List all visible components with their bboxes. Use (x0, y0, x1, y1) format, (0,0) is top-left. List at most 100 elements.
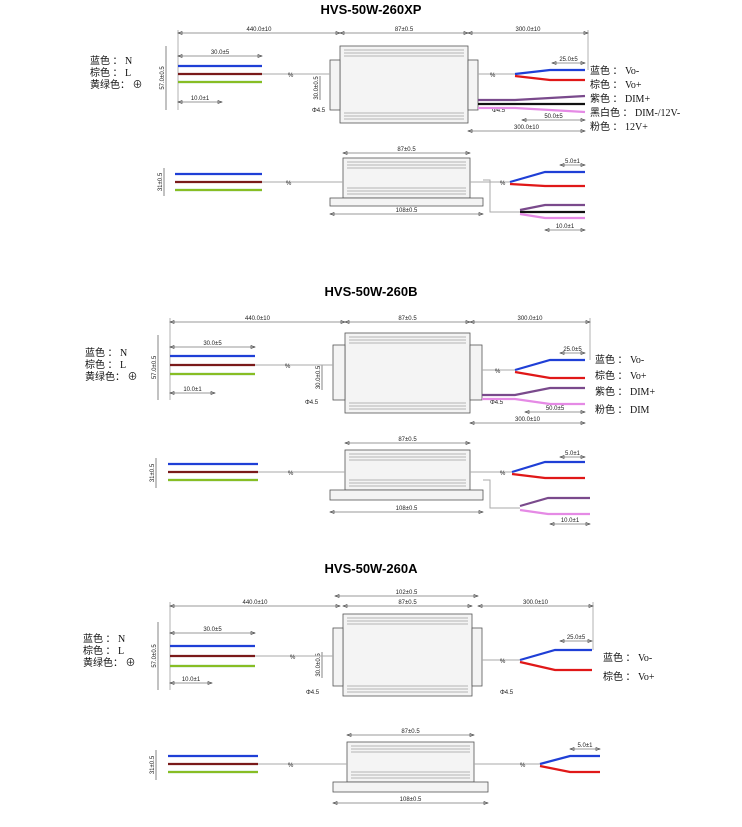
input-label: 蓝色 ： N (90, 54, 132, 67)
hole-dim: Φ4.5 (490, 400, 504, 406)
out-red (519, 660, 592, 672)
dim-strip-arrow-r (250, 631, 256, 635)
dim-height-text: 57.0±0.5 (152, 644, 158, 668)
side-case (344, 449, 471, 491)
mount-tab-right (469, 344, 483, 401)
dim-side-base-arrow-r (478, 510, 484, 514)
dim-out-arrow-l (477, 604, 483, 608)
dim-out-total-text: 300.0±10 (515, 417, 541, 423)
dim-out-strip2-arrow-l (524, 410, 530, 414)
mount-tab-left (332, 627, 344, 687)
dim-out-strip2-text: 50.0±5 (546, 406, 565, 412)
out-purple (478, 94, 586, 102)
side-base (329, 197, 484, 207)
driver-case (342, 613, 473, 697)
dim-out-total-arrow-l (469, 421, 475, 425)
dim-out-arrow-l (469, 320, 475, 324)
dim-side-body-text: 87±0.5 (401, 729, 420, 735)
output-label: 黑白色 ： DIM-/12V- (590, 106, 680, 119)
dim-body-arrow-l (342, 604, 348, 608)
cable-break-mark: % (500, 181, 506, 187)
dim-strip-arrow-r (250, 345, 256, 349)
dim-side-body-text: 87±0.5 (397, 147, 416, 153)
dim-out-strip-arrow-r (580, 351, 586, 355)
side-case (342, 157, 471, 199)
out-blue (514, 68, 585, 76)
dim-side-base-arrow-r (478, 212, 484, 216)
out-blue (514, 358, 585, 372)
cable-break-mark: % (285, 364, 291, 370)
out-pink (482, 397, 585, 406)
dim-strip-short-arrow-l (169, 681, 175, 685)
dim-side-base-arrow-l (329, 510, 335, 514)
input-label: 棕色 ： L (90, 66, 131, 79)
cable-break-mark: % (288, 73, 294, 79)
dim-out-total-arrow-l (467, 129, 473, 133)
dim-side-tip-arrow-l (569, 747, 575, 751)
dim-out-strip-text: 25.0±5 (559, 57, 578, 63)
dim-height-text: 57.0±0.5 (160, 66, 166, 90)
dim-side-base-arrow-l (332, 801, 338, 805)
dim-side-tip2-arrow-r (580, 228, 586, 232)
cable-break-mark: % (288, 471, 294, 477)
dim-side-base-text: 108±0.5 (396, 506, 418, 512)
out-purple (482, 386, 585, 397)
dim-out-strip2-arrow-r (580, 410, 586, 414)
dim-body-text: 87±0.5 (398, 600, 417, 606)
section-title: HVS-50W-260A (325, 561, 419, 576)
output-label: 粉色 ： DIM (595, 403, 650, 416)
dim-side-tip2-arrow-l (549, 522, 555, 526)
dim-strip-short-text: 10.0±1 (183, 387, 202, 393)
dim-outer-arrow-r (473, 594, 479, 598)
side-out-pink (519, 212, 585, 220)
input-label: 棕色 ： L (85, 358, 126, 371)
out-pink (478, 106, 586, 114)
input-label: 黄绿色： ⊕ (85, 370, 138, 383)
dim-side-body-arrow-l (344, 441, 350, 445)
dim-side-base-arrow-l (329, 212, 335, 216)
dim-strip-short-arrow-r (210, 391, 216, 395)
output-label: 蓝色 ： Vo- (603, 651, 652, 664)
dim-side-tip-arrow-l (559, 455, 565, 459)
driver-case (339, 45, 469, 124)
side-dim-cable (483, 179, 520, 213)
dim-mount-text: 30.0±0.5 (314, 76, 320, 100)
mount-tab-right (471, 627, 483, 687)
dim-side-body-arrow-l (346, 733, 352, 737)
cable-break-mark: % (500, 659, 506, 665)
dim-mount-text: 30.0±0.5 (316, 653, 322, 677)
dim-out-strip-arrow-l (559, 351, 565, 355)
dim-strip-short-text: 10.0±1 (182, 677, 201, 683)
out-red (514, 74, 585, 82)
hole-dim: Φ4.5 (306, 690, 320, 696)
dim-side-base-text: 108±0.5 (400, 797, 422, 803)
dim-out-total-text: 300.0±10 (514, 125, 540, 131)
dim-out-arrow-r (585, 320, 591, 324)
dim-side-tip2-text: 10.0±1 (556, 224, 575, 230)
dim-strip-text: 30.0±5 (203, 341, 222, 347)
output-label: 紫色 ： DIM+ (595, 385, 655, 398)
dim-strip-short-arrow-r (217, 100, 223, 104)
dim-overall-text: 440.0±10 (243, 600, 269, 606)
dim-strip-arrow-l (169, 631, 175, 635)
dim-body-arrow-r (465, 320, 471, 324)
dim-overall-arrow-l (177, 31, 183, 35)
dim-body-text: 87±0.5 (395, 27, 414, 33)
dim-out-total-arrow-r (580, 129, 586, 133)
dim-strip-short-text: 10.0±1 (191, 96, 210, 102)
mount-tab-left (332, 344, 346, 401)
dim-overall-arrow-r (335, 31, 341, 35)
side-out-blue (511, 460, 585, 474)
dim-strip-arrow-l (177, 54, 183, 58)
section-title: HVS-50W-260XP (321, 2, 422, 17)
dim-side-body-text: 87±0.5 (398, 437, 417, 443)
dim-body-arrow-l (344, 320, 350, 324)
dim-side-height-text: 31±0.5 (150, 755, 156, 774)
dim-body-arrow-l (339, 31, 345, 35)
dim-strip-text: 30.0±5 (203, 627, 222, 633)
dim-mount-text: 30.0±0.5 (316, 365, 322, 389)
